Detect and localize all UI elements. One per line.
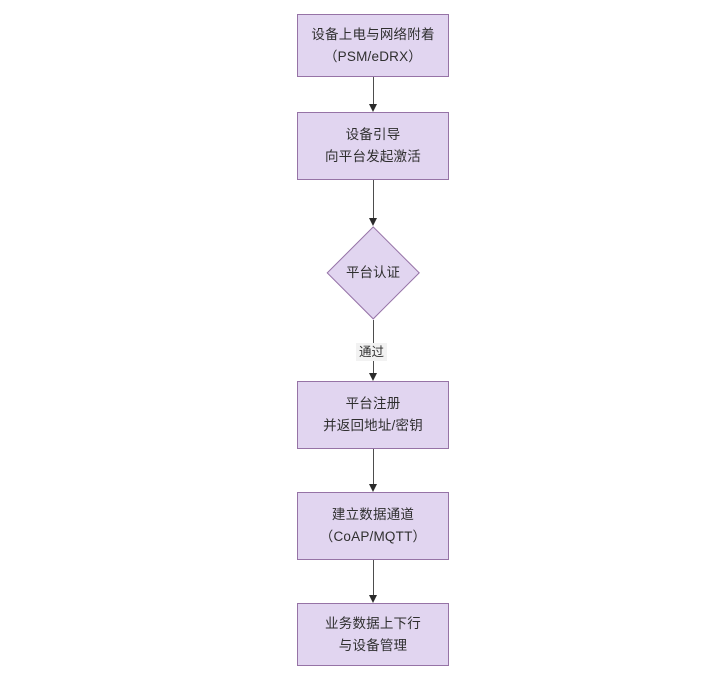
- node-line: 设备上电与网络附着: [311, 26, 435, 42]
- flow-node-device-bootstrap[interactable]: 设备引导 向平台发起激活: [297, 112, 449, 180]
- node-line: 与设备管理: [338, 637, 408, 653]
- flow-edge-n2-n3: [369, 180, 377, 226]
- edge-line: [373, 449, 374, 485]
- edge-line: [373, 560, 374, 596]
- flow-node-business-data-and-device-mgmt[interactable]: 业务数据上下行 与设备管理: [297, 603, 449, 666]
- node-line: 设备引导: [345, 127, 401, 142]
- node-line: 向平台发起激活: [325, 149, 421, 164]
- node-line: 平台注册: [345, 396, 401, 411]
- edge-line: [373, 180, 374, 219]
- flow-edge-n4-n5: [369, 449, 377, 492]
- flow-node-platform-auth-decision[interactable]: 平台认证: [326, 226, 420, 320]
- arrowhead-icon: [369, 595, 377, 603]
- node-line: （CoAP/MQTT）: [319, 529, 427, 544]
- node-line: 平台认证: [346, 265, 400, 280]
- arrowhead-icon: [369, 373, 377, 381]
- node-line: 业务数据上下行: [325, 615, 421, 631]
- edge-label-pass: 通过: [356, 343, 388, 361]
- node-line: （PSM/eDRX）: [323, 48, 423, 64]
- arrowhead-icon: [369, 484, 377, 492]
- flow-edge-n1-n2: [369, 77, 377, 112]
- flow-node-establish-data-channel[interactable]: 建立数据通道 （CoAP/MQTT）: [297, 492, 449, 560]
- flow-node-device-power-on[interactable]: 设备上电与网络附着 （PSM/eDRX）: [297, 14, 449, 77]
- edge-line: [373, 77, 374, 105]
- arrowhead-icon: [369, 104, 377, 112]
- flow-node-platform-register[interactable]: 平台注册 并返回地址/密钥: [297, 381, 449, 449]
- arrowhead-icon: [369, 218, 377, 226]
- node-line: 并返回地址/密钥: [323, 418, 423, 433]
- node-line: 建立数据通道: [331, 507, 415, 522]
- flow-edge-n5-n6: [369, 560, 377, 603]
